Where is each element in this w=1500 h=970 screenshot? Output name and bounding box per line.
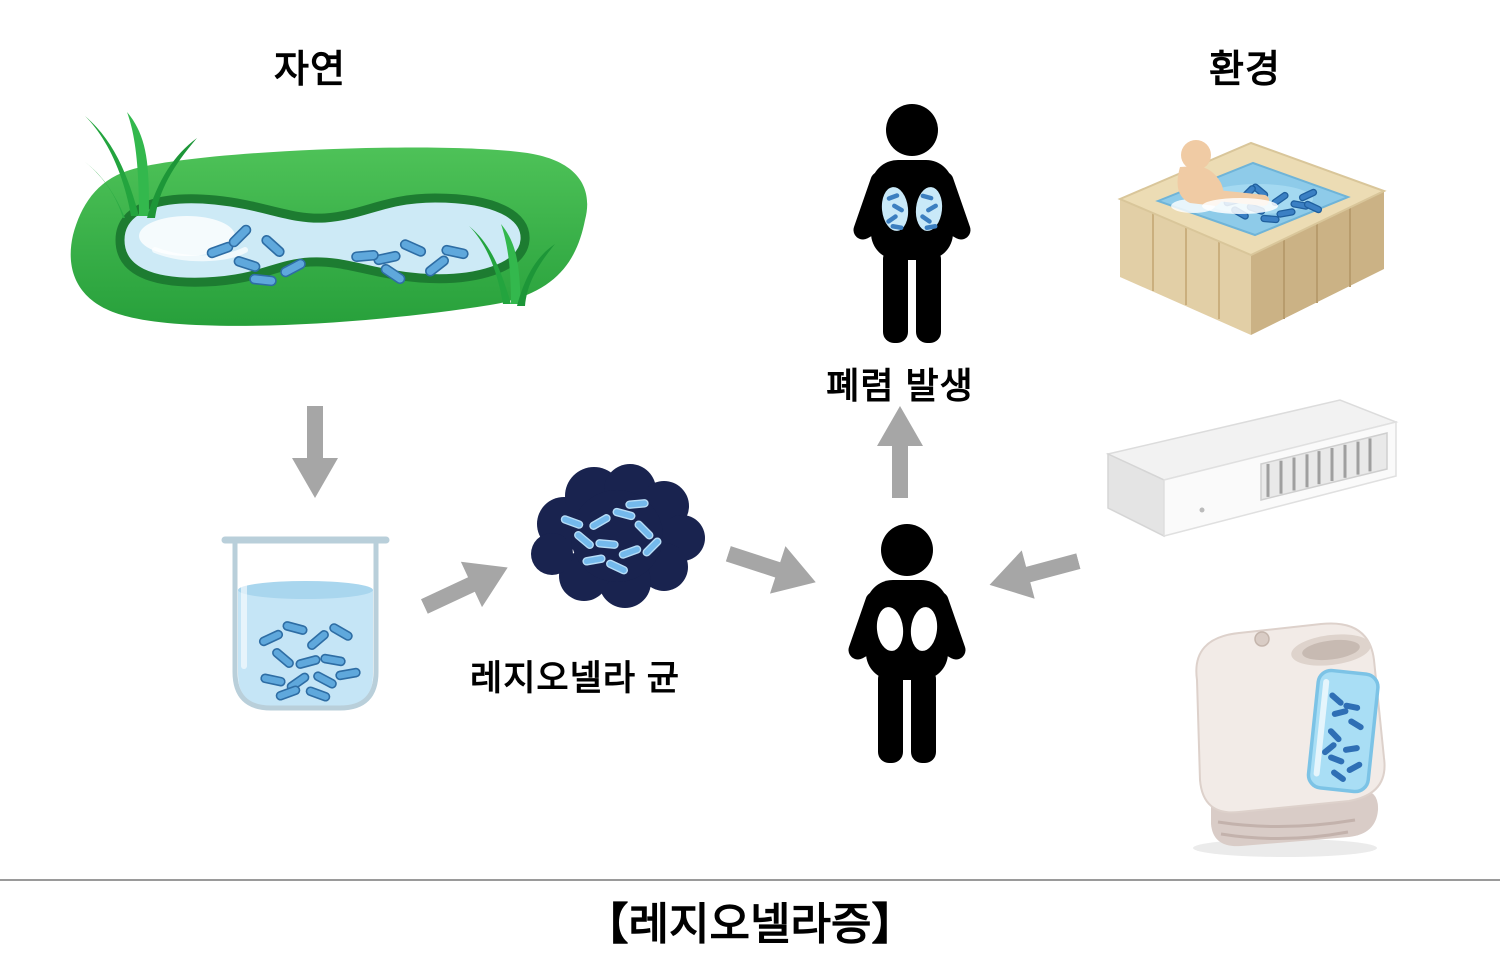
hot-tub-icon: [1117, 140, 1387, 335]
diagram-title: 【레지오넬라증】: [584, 900, 916, 949]
mist-outlet: [1291, 634, 1371, 666]
beaker-icon: [221, 536, 390, 711]
arrow-beaker-to-cloud-icon: [420, 561, 508, 614]
bacteria-label: 레지오넬라 균: [470, 659, 680, 698]
person-pneumonia-icon: [853, 104, 971, 343]
environment-label: 환경: [1209, 49, 1281, 91]
nature-label: 자연: [274, 49, 346, 91]
lung-left: [876, 607, 904, 651]
arrow-cloud-to-person-icon: [725, 546, 816, 594]
pond-bacteria: [206, 224, 469, 287]
colony-bacteria: [560, 499, 662, 575]
water-tank-window: [1306, 668, 1380, 794]
footer-divider: [0, 879, 1500, 881]
bather-icon: [1171, 140, 1278, 214]
air-conditioner-icon: [1105, 399, 1399, 538]
arrow-pond-to-beaker-icon: [292, 406, 338, 498]
pond-icon: [70, 112, 588, 326]
tank-bacteria: [1322, 692, 1364, 782]
beaker-bacteria: [258, 621, 361, 702]
arrow-environment-to-person-icon: [989, 550, 1081, 599]
humidifier-knob: [1254, 631, 1270, 647]
lung-bacteria: [886, 193, 938, 230]
lung-right: [910, 607, 938, 651]
humidifier-icon: [1193, 622, 1386, 857]
arrow-person-to-pneumonia-icon: [877, 406, 923, 498]
pneumonia-label: 폐렴 발생: [826, 365, 974, 406]
grass-tuft-icon: [85, 112, 555, 306]
bacteria-colony-icon: [531, 464, 705, 608]
person-exposed-icon: [848, 524, 966, 763]
